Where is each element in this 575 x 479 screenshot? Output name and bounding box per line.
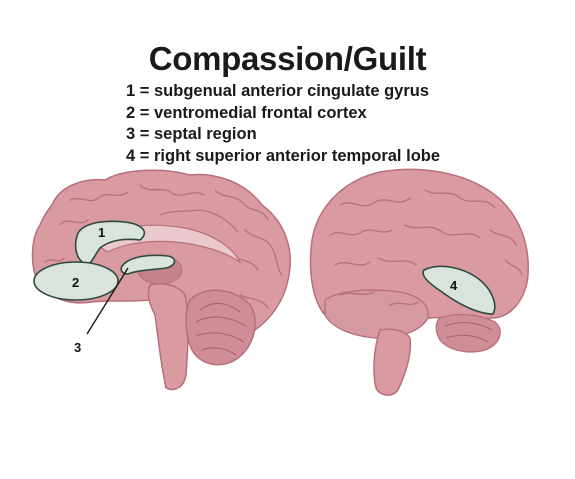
region-4-label: 4: [450, 278, 458, 293]
sagittal-gyri: [44, 184, 283, 331]
lateral-temporal-lobe: [324, 289, 429, 339]
region-3-label: 3: [74, 340, 81, 355]
legend-item-4: 4 = right superior anterior temporal lob…: [126, 146, 441, 165]
region-3-highlight: [120, 254, 176, 275]
legend-item-1: 1 = subgenual anterior cingulate gyrus: [126, 82, 430, 100]
lateral-gyri: [329, 189, 523, 306]
region-3-leader-line: [86, 267, 129, 335]
brainstem: [147, 283, 189, 391]
region-1-label: 1: [98, 225, 105, 240]
legend-item-2: 2 = ventromedial frontal cortex: [126, 103, 367, 122]
lateral-cerebellum: [435, 313, 501, 353]
lateral-brainstem: [373, 328, 412, 396]
region-2-highlight: [33, 261, 119, 301]
legend-item-3: 3 = septal region: [126, 125, 257, 143]
cerebellum: [185, 289, 256, 366]
cerebellum-folia: [195, 302, 247, 356]
diagram-title: Compassion/Guilt: [148, 40, 427, 77]
region-2-label: 2: [72, 275, 79, 290]
lateral-brain: 4: [309, 168, 529, 396]
sagittal-brain: 1 2 3: [31, 169, 291, 391]
legend: 1 = subgenual anterior cingulate gyrus 2…: [126, 81, 440, 167]
region-4-highlight: [422, 265, 496, 315]
